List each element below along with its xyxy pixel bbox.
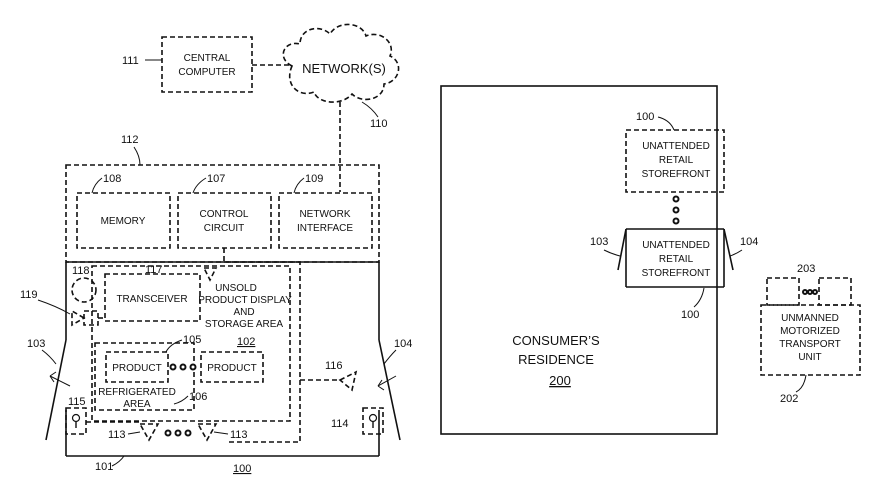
ref-113-right: 113: [230, 429, 248, 441]
product-label-2: PRODUCT: [207, 363, 256, 374]
unsold-label-2: PRODUCT DISPLAY: [198, 295, 292, 306]
storefront-ellipsis-dots: [672, 195, 680, 225]
sensor-113-right-icon: [196, 423, 218, 442]
transport-label-1: UNMANNED: [781, 313, 839, 324]
unsold-product-area: [91, 265, 291, 422]
ref-119: 119: [20, 289, 38, 301]
ref-115: 115: [68, 396, 86, 408]
ref-103-right: 103: [590, 236, 608, 248]
lock-114-icon: [362, 407, 384, 435]
ref-114: 114: [331, 418, 349, 430]
ref-105: 105: [183, 334, 201, 346]
left-door-swing-arrow: [49, 375, 71, 387]
ref-101: 101: [95, 461, 113, 473]
transport-label-3: TRANSPORT: [779, 339, 841, 350]
memory-label: MEMORY: [101, 216, 146, 227]
ref-118: 118: [72, 265, 90, 277]
central-computer-label-1: CENTRAL: [184, 53, 231, 64]
unsold-label-4: STORAGE AREA: [205, 319, 284, 330]
ref-100: 100: [233, 463, 251, 475]
ref-113-left: 113: [108, 429, 126, 441]
control-circuit-label-1: CONTROL: [200, 209, 249, 220]
ref-100-bottom: 100: [681, 309, 699, 321]
control-circuit-label-2: CIRCUIT: [204, 223, 245, 234]
storefront-top-label-3: STOREFRONT: [642, 169, 711, 180]
unsold-label-3: AND: [233, 307, 254, 318]
ref-203: 203: [797, 263, 815, 275]
sensor-113-left-icon: [138, 423, 160, 442]
refrigerated-label-2: AREA: [123, 399, 151, 410]
ref-117: 117: [145, 264, 163, 276]
storefront-bottom-label-1: UNATTENDED: [642, 240, 710, 251]
sensor-ellipsis-dots: [164, 429, 192, 437]
storefront-top-label-2: RETAIL: [659, 155, 694, 166]
product-label-1: PRODUCT: [112, 363, 161, 374]
storefront-bottom-label-3: STOREFRONT: [642, 268, 711, 279]
ref-106: 106: [189, 391, 207, 403]
ref-202: 202: [780, 393, 798, 405]
refrigerated-label-1: REFRIGERATED: [98, 387, 176, 398]
ref-200: 200: [549, 373, 571, 388]
consumer-residence-box: [440, 85, 718, 435]
network-interface-box: NETWORK INTERFACE: [278, 192, 373, 249]
ref-112: 112: [121, 134, 139, 146]
camera-119-icon: [71, 309, 105, 327]
network-interface-label-1: NETWORK: [299, 209, 350, 220]
storefront-top-label-1: UNATTENDED: [642, 141, 710, 152]
ref-109: 109: [305, 173, 323, 185]
transceiver-label: TRANSCEIVER: [116, 294, 187, 305]
transceiver-box: TRANSCEIVER: [104, 273, 201, 322]
control-circuit-box: CONTROL CIRCUIT: [177, 192, 272, 249]
ref-100-top: 100: [636, 111, 654, 123]
ref-116: 116: [325, 360, 343, 372]
unsold-area-sensor-icon: [202, 267, 218, 282]
unsold-label-1: UNSOLD: [215, 283, 257, 294]
storefront-enclosure: [45, 261, 401, 457]
network-cloud: NETWORK(S): [282, 23, 400, 103]
sensor-116-icon: [338, 370, 358, 392]
control-bus-line: [223, 248, 301, 443]
memory-box: MEMORY: [76, 192, 171, 249]
ref-103: 103: [27, 338, 45, 350]
transport-unit-box: UNMANNED MOTORIZED TRANSPORT UNIT: [760, 277, 861, 376]
ref-102: 102: [237, 336, 255, 348]
unsold-area-label: UNSOLD PRODUCT DISPLAY AND STORAGE AREA: [198, 283, 292, 330]
sensor-118-icon: [71, 277, 97, 303]
product-box-1: PRODUCT: [105, 351, 169, 383]
ref-110: 110: [370, 118, 388, 130]
ref-104-right: 104: [740, 236, 758, 248]
residence-label-2: RESIDENCE: [518, 352, 594, 367]
ref-104: 104: [394, 338, 412, 350]
product-box-2: PRODUCT: [200, 351, 264, 383]
central-computer-box: CENTRAL COMPUTER: [161, 36, 253, 93]
right-door-swing-arrow: [377, 375, 397, 387]
ref-107: 107: [207, 173, 225, 185]
residence-label-1: CONSUMER’S: [512, 333, 600, 348]
refrigerated-area: [94, 342, 195, 411]
transport-label-2: MOTORIZED: [780, 326, 840, 337]
central-computer-label-2: COMPUTER: [178, 67, 235, 78]
product-ellipsis-dots: [169, 363, 197, 371]
transport-label-4: UNIT: [798, 352, 821, 363]
control-housing: [65, 164, 380, 263]
network-interface-label-2: INTERFACE: [297, 223, 353, 234]
networks-label: NETWORK(S): [302, 61, 386, 76]
lock-115-icon: [65, 407, 87, 435]
storefront-bottom-label-2: RETAIL: [659, 254, 694, 265]
ref-111: 111: [122, 55, 139, 67]
storefront-top-box: UNATTENDED RETAIL STOREFRONT: [625, 129, 725, 193]
storefront-bottom-box: UNATTENDED RETAIL STOREFRONT: [617, 228, 734, 288]
ref-108: 108: [103, 173, 121, 185]
